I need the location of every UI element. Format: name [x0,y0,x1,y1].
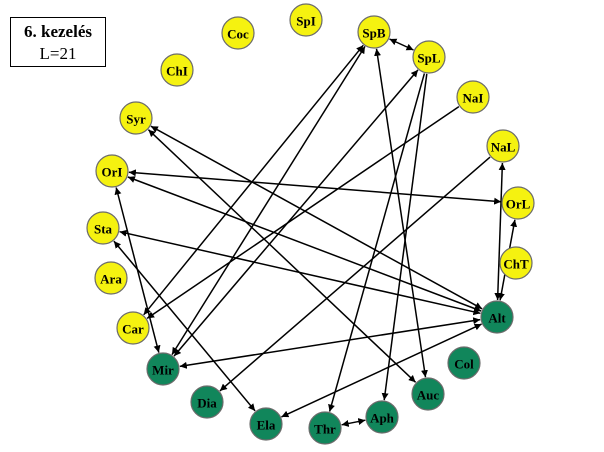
node-circle [249,407,283,441]
node-ara: Ara [94,261,128,295]
node-circle [221,16,255,50]
node-alt: Alt [480,300,514,334]
node-label: Car [122,322,144,337]
node-label: Aph [370,411,395,426]
node-label: NaI [463,91,484,106]
node-circle [456,80,490,114]
node-ela: Ela [249,407,283,441]
title-treatment: 6. kezelés [24,22,92,41]
node-circle [480,300,514,334]
node-circle [357,15,391,49]
node-sta: Sta [86,211,120,245]
node-label: SpL [417,51,440,66]
node-label: Alt [488,311,506,326]
edge-ori-alt [127,176,482,312]
node-circle [146,352,180,386]
node-label: Dia [197,396,217,411]
node-orl: OrL [501,186,535,220]
node-car: Car [116,311,150,345]
node-label: Col [454,357,474,372]
node-circle [160,53,194,87]
title-link-count: L=21 [39,44,77,63]
node-circle [95,154,129,188]
edge-syr-auc [147,129,417,383]
node-dia: Dia [190,385,224,419]
node-spl: SpL [412,40,446,74]
node-spi: SpI [289,3,323,37]
node-circle [190,385,224,419]
node-auc: Auc [411,377,445,411]
node-circle [289,3,323,37]
edge-spb-spl [389,38,414,51]
node-circle [447,346,481,380]
node-label: Ela [257,418,276,433]
node-coc: Coc [221,16,255,50]
node-col: Col [447,346,481,380]
node-circle [501,186,535,220]
title-box: 6. kezelés L=21 [10,17,106,67]
node-label: OrL [506,197,531,212]
node-mir: Mir [146,352,180,386]
node-label: ChI [166,64,188,79]
edge-aph-thr [341,418,366,427]
node-syr: Syr [119,101,153,135]
node-cht: ChT [499,246,533,280]
node-spb: SpB [357,15,391,49]
edge-spb-mir [171,46,366,355]
node-circle [116,311,150,345]
node-label: NaL [491,140,516,155]
node-circle [119,101,153,135]
edge-ori-orl [128,169,502,205]
node-label: Sta [94,222,113,237]
edge-spl-mir [173,69,419,357]
node-label: Syr [126,112,146,127]
edge-nal-alt [494,162,506,301]
node-aph: Aph [365,400,399,434]
node-nal: NaL [486,129,520,163]
node-nai: NaI [456,80,490,114]
node-circle [308,411,342,445]
node-circle [486,129,520,163]
node-circle [86,211,120,245]
node-label: SpI [296,14,316,29]
node-thr: Thr [308,411,342,445]
node-label: ChT [503,257,529,272]
node-label: OrI [102,165,123,180]
edge-alt-mir [179,317,481,369]
node-circle [365,400,399,434]
node-circle [411,377,445,411]
node-label: Coc [227,27,249,42]
node-label: Auc [417,388,440,403]
node-label: Thr [314,422,336,437]
node-label: SpB [362,26,385,41]
edge-spl-aph [381,73,428,401]
edges-layer [113,38,518,427]
node-chi: ChI [160,53,194,87]
node-label: Mir [152,363,174,378]
node-circle [412,40,446,74]
edge-spl-thr [328,73,426,412]
node-ori: OrI [95,154,129,188]
node-circle [94,261,128,295]
node-label: Ara [100,272,122,287]
node-circle [499,246,533,280]
